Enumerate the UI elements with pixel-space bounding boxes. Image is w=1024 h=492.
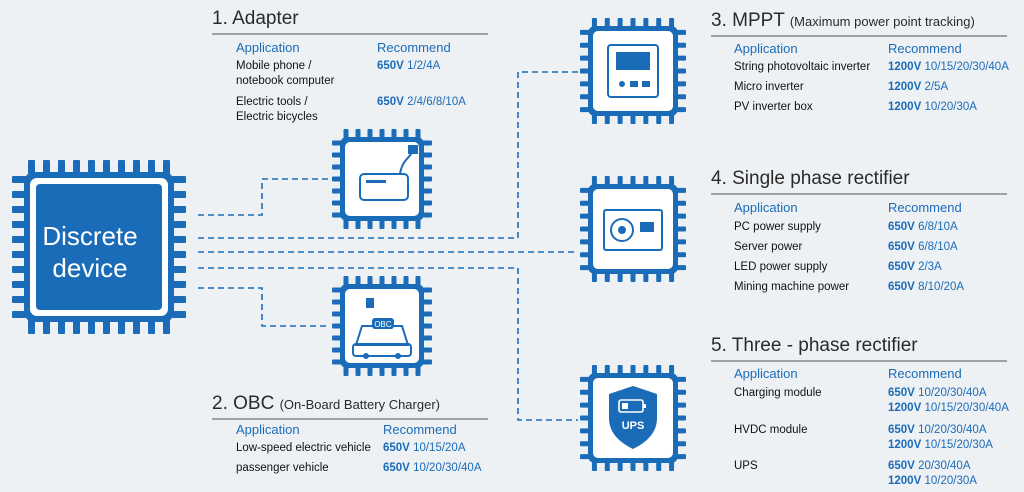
mppt-chip [580,18,686,124]
single-app-header: Application [734,200,798,215]
section-adapter: 1. Adapter [212,8,488,35]
connector-line-5 [198,287,330,327]
mppt-rec-2: 1200V 2/5A [888,81,949,93]
obc-rec-1: 650V 10/15/20A [383,442,466,454]
connector-line-2 [198,71,578,239]
adapter-app-1: Mobile phone /notebook computer [236,60,335,87]
three-rec-2: 650V 10/20/30/40A 1200V 10/15/20/30A [888,424,993,451]
single-rec-4: 650V 8/10/20A [888,281,965,293]
single-rec-2: 650V 6/8/10A [888,241,958,253]
adapter-app-2: Electric tools /Electric bicycles [236,96,318,123]
single-rec-1: 650V 6/8/10A [888,221,958,233]
adapter-rec-2: 650V 2/4/6/8/10A [377,96,466,108]
ups-shield-icon: UPS [609,386,657,449]
connector-lines [198,71,578,421]
chip-icons: OBC UPS [12,18,686,471]
obc-rec-2: 650V 10/20/30/40A [383,462,482,474]
title-rule [711,35,1007,37]
adapter-icon [359,145,418,201]
title-rule [212,418,488,420]
three-rec-3: 650V 20/30/40A 1200V 10/20/30A [888,460,977,487]
mppt-app-2: Micro inverter [734,81,804,93]
connector-line-4 [198,267,578,421]
adapter-rec-1: 650V 1/2/4A [377,60,441,72]
section-title: 4. Single phase rectifier [711,168,910,189]
obc-app-2: passenger vehicle [236,462,329,474]
obc-badge: OBC [374,320,392,329]
three-rec-header: Recommend [888,366,962,381]
center-label-line1: Discrete [42,221,138,251]
car-charger-icon: OBC [352,298,412,359]
section-three-phase: 5. Three - phase rectifier [711,335,1007,362]
connector-line-1 [198,178,330,216]
power-supply-icon [603,209,663,251]
three-app-2: HVDC module [734,424,808,436]
mppt-rec-header: Recommend [888,41,962,56]
section-title: 2. OBC (On-Board Battery Charger) [212,393,440,414]
single-app-2: Server power [734,241,803,253]
three-app-3: UPS [734,460,758,472]
title-rule [711,360,1007,362]
mppt-app-header: Application [734,41,798,56]
center-chip [12,160,186,334]
section-title: 5. Three - phase rectifier [711,335,918,356]
section-mppt: 3. MPPT (Maximum power point tracking) [711,10,1007,37]
three-rec-1: 650V 10/20/30/40A 1200V 10/15/20/30/40A [888,387,1009,414]
adapter-rec-header: Recommend [377,40,451,55]
center-chip-label: Discrete device [30,220,150,284]
adapter-chip [332,129,432,229]
ups-badge: UPS [622,420,645,432]
three-app-1: Charging module [734,387,822,399]
mppt-rec-3: 1200V 10/20/30A [888,101,977,113]
section-title: 3. MPPT (Maximum power point tracking) [711,10,975,31]
single-app-1: PC power supply [734,221,821,233]
three-app-header: Application [734,366,798,381]
section-title: 1. Adapter [212,8,299,29]
mppt-rec-1: 1200V 10/15/20/30/40A [888,61,1009,73]
obc-app-1: Low-speed electric vehicle [236,442,371,454]
single-app-4: Mining machine power [734,281,850,293]
section-obc: 2. OBC (On-Board Battery Charger) [212,393,488,420]
single-rec-3: 650V 2/3A [888,261,942,273]
single-rec-header: Recommend [888,200,962,215]
center-label-line2: device [52,253,128,283]
section-single-phase: 4. Single phase rectifier [711,168,1007,195]
obc-app-header: Application [236,422,300,437]
obc-rec-header: Recommend [383,422,457,437]
mppt-app-1: String photovoltaic inverter [734,61,871,73]
single-app-3: LED power supply [734,261,828,273]
mppt-app-3: PV inverter box [734,101,813,113]
adapter-app-header: Application [236,40,300,55]
title-rule [711,193,1007,195]
title-rule [212,33,488,35]
mppt-controller-icon [607,44,659,98]
